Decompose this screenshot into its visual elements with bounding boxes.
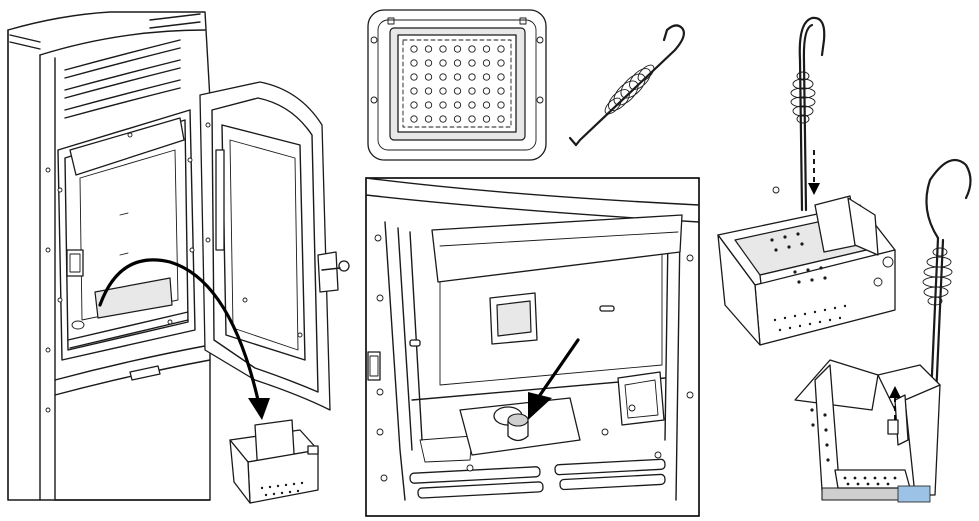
tool-hook-upper — [798, 16, 826, 212]
upper-spring — [790, 71, 816, 124]
grate-hole — [468, 115, 476, 123]
grate-hole — [468, 73, 476, 81]
grate-hole — [424, 59, 433, 67]
grate-hole — [439, 59, 447, 67]
grate-holes — [410, 45, 505, 123]
tool-hook-lower — [925, 158, 972, 240]
door-hinge-bar — [215, 149, 225, 251]
grate-hole — [410, 115, 418, 123]
grate-hole — [410, 59, 418, 67]
grate-hole — [453, 101, 462, 109]
stove-panel — [7, 11, 350, 504]
grate-hole — [497, 73, 505, 81]
stove-body — [7, 11, 211, 501]
grate-hole — [439, 101, 447, 109]
grate-hole — [482, 59, 491, 67]
grate-hole — [453, 45, 462, 53]
grate-hole — [439, 73, 447, 81]
ash-accent-highlight — [897, 485, 931, 503]
removal-arrow — [98, 258, 260, 402]
grate-hole — [497, 45, 505, 53]
stove-door — [199, 81, 350, 411]
grate-hole — [497, 59, 505, 67]
pipe-pointer-arrow — [538, 338, 580, 397]
grate-hole — [482, 73, 491, 81]
lower-burn-pot-section — [794, 359, 941, 503]
grate-panel — [367, 9, 547, 161]
grate-hole — [482, 45, 491, 53]
grate-hole — [497, 87, 505, 95]
firebox-frame — [57, 109, 196, 361]
floor-grates — [409, 458, 666, 499]
grate-hole — [424, 73, 433, 81]
grate-hole — [482, 87, 491, 95]
grate-hole — [468, 87, 476, 95]
grate-hole — [453, 59, 462, 67]
grate-hole — [482, 115, 491, 123]
grate-hole — [439, 87, 447, 95]
grate-hole — [497, 115, 505, 123]
grate-hole — [424, 87, 433, 95]
grate-hole — [424, 101, 433, 109]
deflector-plate — [431, 214, 683, 283]
cleaning-tool-panel — [568, 24, 685, 147]
ash-pipe — [493, 406, 529, 442]
grate-hole — [453, 115, 462, 123]
grate-hole — [497, 101, 505, 109]
tool-rod — [574, 24, 685, 147]
grate-hole — [439, 115, 447, 123]
firebox-detail-panel — [365, 177, 700, 517]
grate-hole — [468, 45, 476, 53]
removed-burn-pot — [229, 419, 319, 504]
grate-hole — [453, 87, 462, 95]
tool-spring — [604, 64, 655, 115]
grate-hole — [468, 101, 476, 109]
lower-spring — [922, 247, 953, 306]
grate-hole — [410, 87, 418, 95]
side-box — [617, 371, 665, 426]
grate-hole — [424, 45, 433, 53]
firebox-vent-slot — [66, 249, 84, 277]
side-vent — [367, 351, 381, 381]
grate-hole — [424, 115, 433, 123]
grate-hole — [410, 101, 418, 109]
door-handle — [317, 251, 350, 293]
detail-screws — [374, 234, 694, 482]
grate-hole — [410, 73, 418, 81]
grate-hole — [453, 73, 462, 81]
grate-hole — [410, 45, 418, 53]
upper-burn-pot — [717, 186, 896, 346]
frame-screws — [45, 132, 195, 413]
burn-pot-slot — [94, 277, 173, 319]
back-vent — [489, 292, 538, 345]
stove-vents — [9, 13, 201, 119]
grate-hole — [482, 101, 491, 109]
grate-hole — [439, 45, 447, 53]
burn-pot-cleaning-panel — [717, 16, 972, 503]
grate-hole — [468, 59, 476, 67]
